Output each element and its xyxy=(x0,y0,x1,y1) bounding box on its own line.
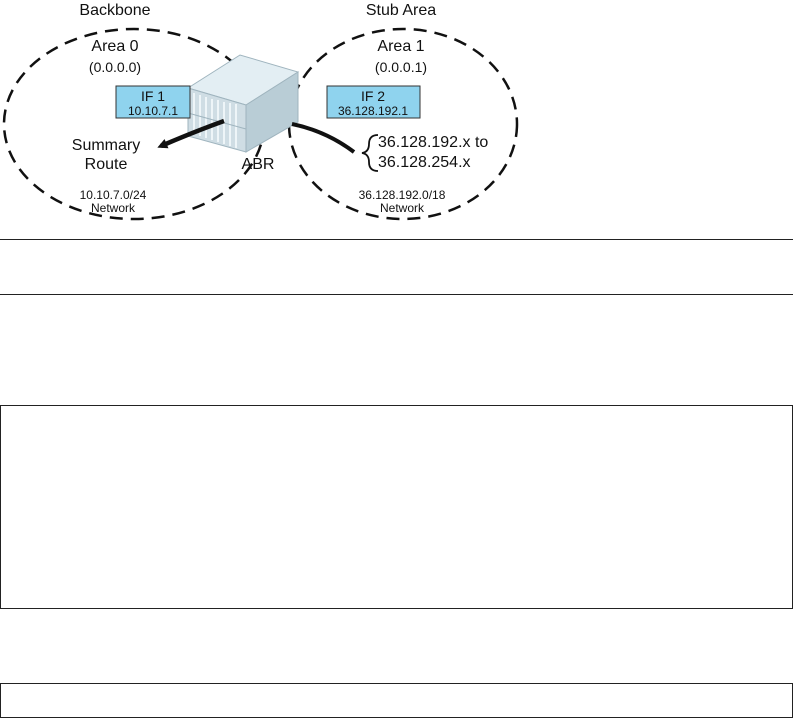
address-range-line1: 36.128.192.x to xyxy=(378,134,488,151)
abr-label: ABR xyxy=(242,156,275,173)
range-brace-icon xyxy=(361,134,379,172)
stub-link-line xyxy=(291,122,356,154)
stub-area-id: (0.0.0.1) xyxy=(375,59,427,75)
empty-content-box-large xyxy=(0,405,793,609)
backbone-network-cidr: 10.10.7.0/24 xyxy=(80,188,147,202)
divider-bottom xyxy=(0,294,793,295)
backbone-heading: Backbone xyxy=(79,2,150,19)
stub-network-cidr: 36.128.192.0/18 xyxy=(359,188,446,202)
stub-network-label: Network xyxy=(380,201,425,215)
ospf-abr-diagram: Backbone Stub Area Area 0 (0.0.0.0) Area… xyxy=(2,2,519,221)
stub-area-heading: Stub Area xyxy=(366,2,436,19)
interface-if1-name: IF 1 xyxy=(141,88,165,104)
interface-if1: IF 1 10.10.7.1 xyxy=(115,85,191,119)
stub-area-boundary xyxy=(287,27,519,221)
interface-if2: IF 2 36.128.192.1 xyxy=(326,85,421,119)
stub-area-name: Area 1 xyxy=(377,38,424,55)
backbone-area-id: (0.0.0.0) xyxy=(89,59,141,75)
summary-route-arrow xyxy=(157,118,225,149)
abr-router-icon xyxy=(186,54,300,153)
interface-if2-ip: 36.128.192.1 xyxy=(338,104,408,118)
backbone-area-name: Area 0 xyxy=(91,38,138,55)
divider-top xyxy=(0,239,793,240)
summary-route-line2: Route xyxy=(85,156,128,173)
interface-if2-name: IF 2 xyxy=(361,88,385,104)
summary-route-line1: Summary xyxy=(72,137,140,154)
backbone-network-label: Network xyxy=(91,201,136,215)
empty-content-box-small xyxy=(0,683,793,718)
address-range-line2: 36.128.254.x xyxy=(378,154,471,171)
interface-if1-ip: 10.10.7.1 xyxy=(128,104,178,118)
